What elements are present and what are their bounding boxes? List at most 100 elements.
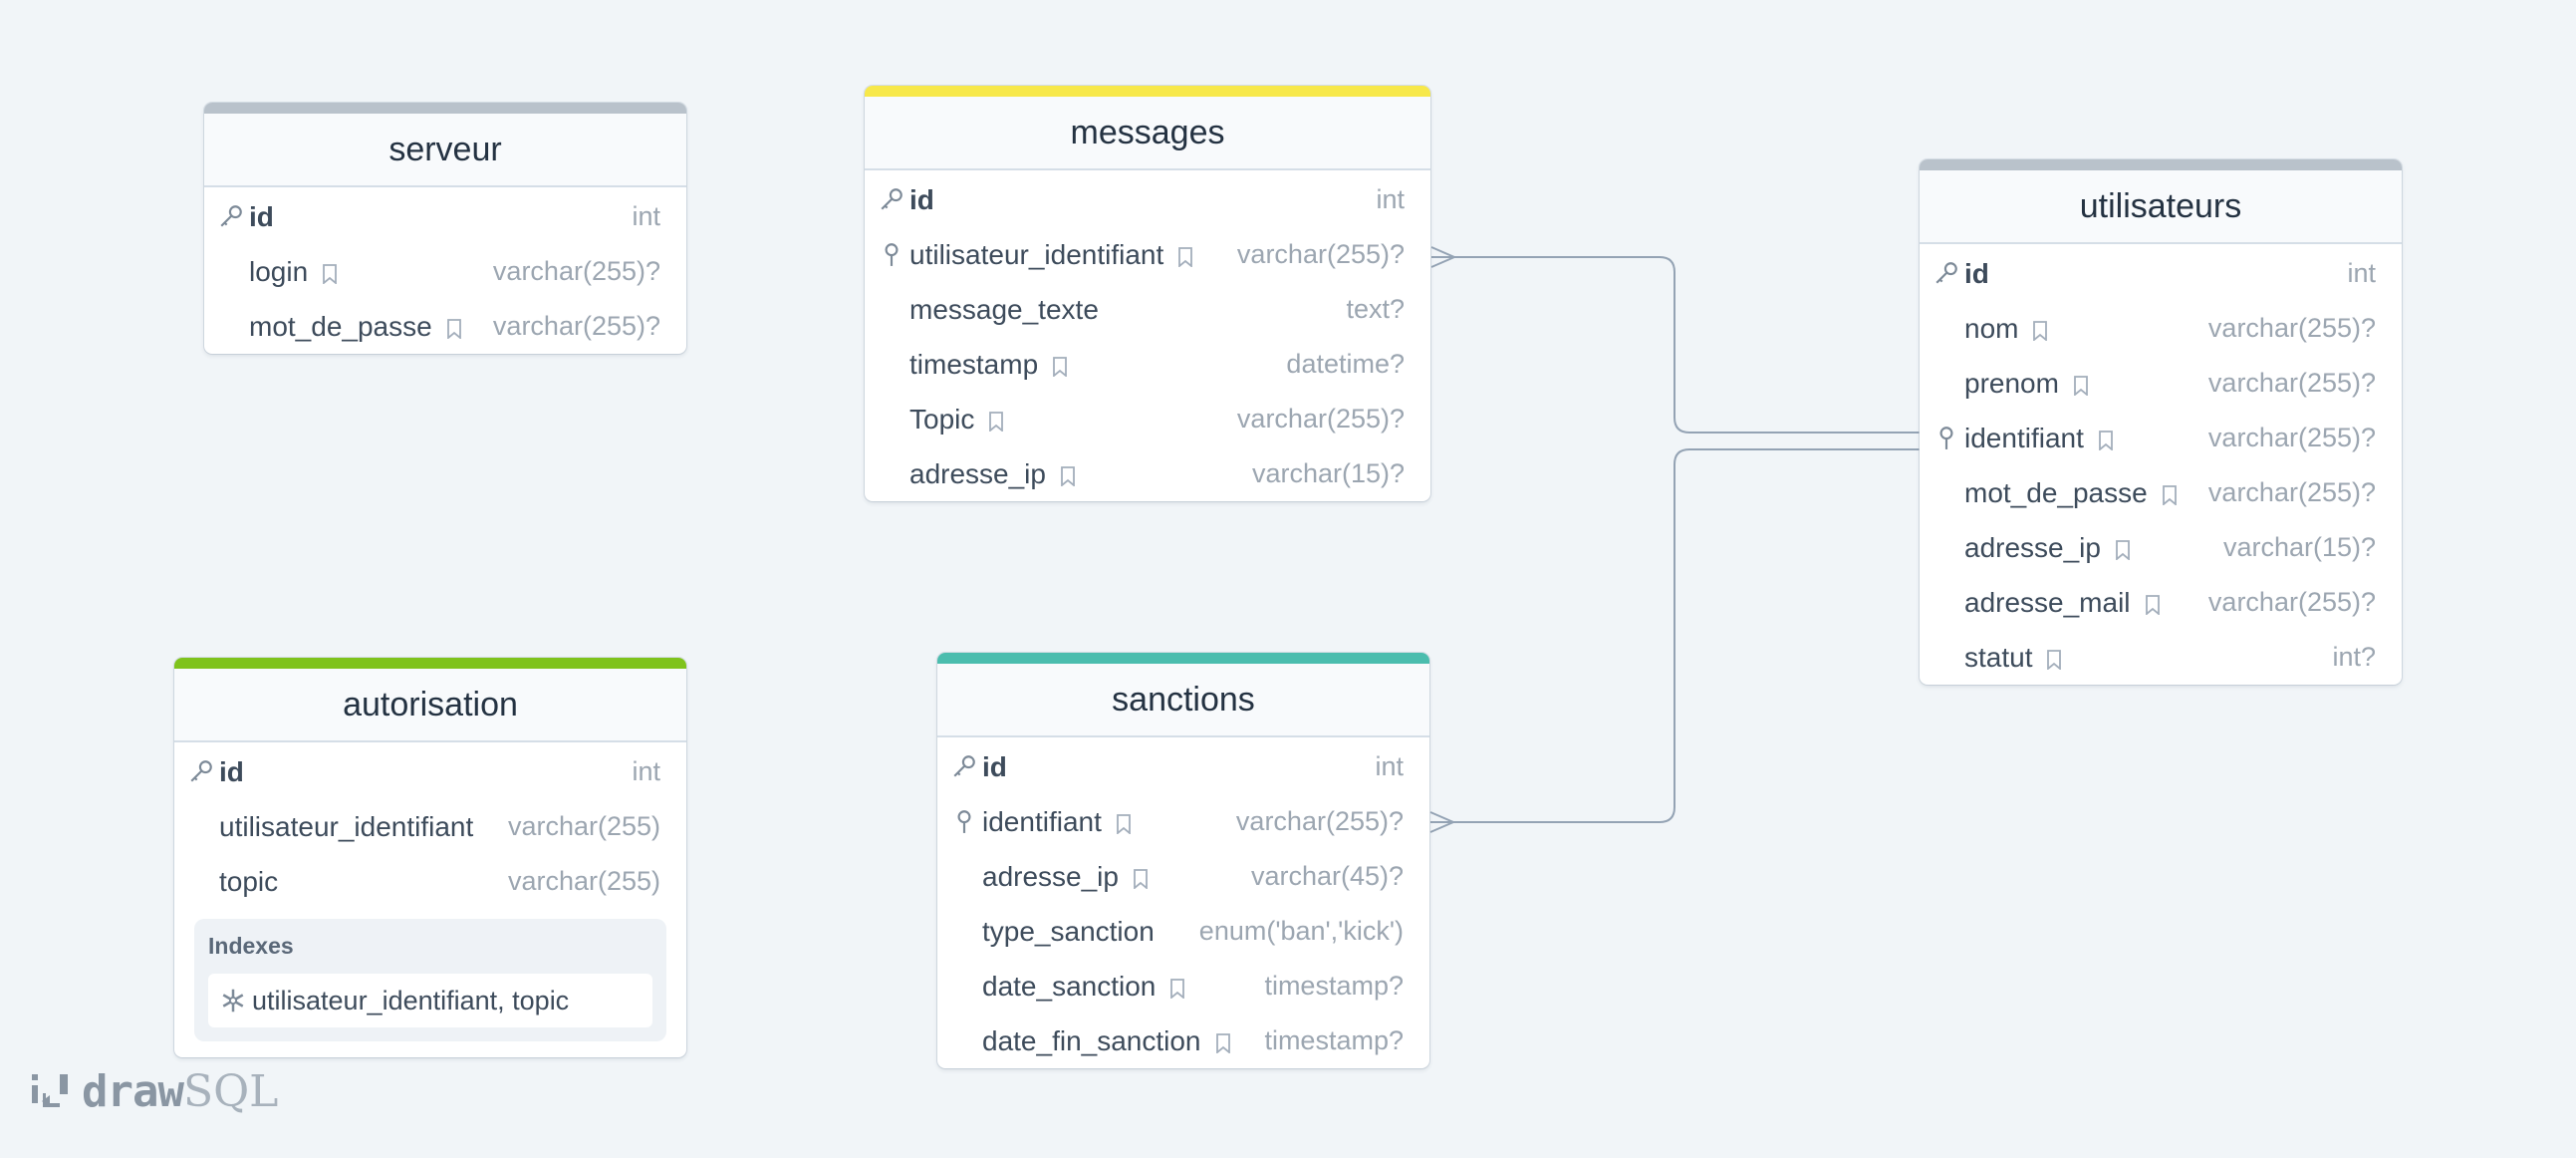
column-row-mot-de-passe[interactable]: mot_de_passe varchar(255)? [204,299,686,354]
column-row-topic[interactable]: Topic varchar(255)? [865,392,1430,446]
column-name: date_fin_sanction [982,1025,1231,1057]
column-name: utilisateur_identifiant [909,239,1193,271]
table-color-bar [937,653,1429,664]
index-columns: utilisateur_identifiant, topic [252,985,570,1015]
column-row-date-sanction[interactable]: date_sanction timestamp? [937,959,1429,1013]
column-name: message_texte [909,293,1099,325]
relation-messages-utilisateurs[interactable] [1431,256,1920,434]
column-type: int? [2332,642,2376,672]
column-row-id[interactable]: id int [1920,246,2402,301]
bookmark-icon [2098,430,2113,450]
column-row-adresse-ip[interactable]: adresse_ip varchar(15)? [865,446,1430,501]
column-type: text? [1346,294,1405,324]
column-type: int [632,756,660,786]
column-row-timestamp[interactable]: timestamp datetime? [865,337,1430,392]
relation-sanctions-utilisateurs[interactable] [1430,448,1920,823]
bookmark-icon [989,411,1004,432]
column-type: varchar(15)? [2222,532,2376,562]
column-type: varchar(255)? [2207,423,2376,452]
column-name: id [982,750,1007,782]
column-row-utilisateur-identifiant[interactable]: utilisateur_identifiant varchar(255) [174,799,686,854]
column-row-id[interactable]: id int [174,744,686,799]
table-autorisation[interactable]: autorisation id int utilisateur_identifi… [174,658,686,1057]
column-row-adresse-mail[interactable]: adresse_mail varchar(255)? [1920,575,2402,630]
column-type: varchar(15)? [1251,458,1405,488]
crowfoot-sanctions [1429,811,1456,833]
bookmark-icon [1116,813,1131,834]
column-type: timestamp? [1264,971,1404,1001]
column-row-prenom[interactable]: prenom varchar(255)? [1920,356,2402,411]
table-title[interactable]: sanctions [937,664,1429,737]
drawsql-logo[interactable]: draw SQL [30,1066,278,1117]
column-name: nom [1964,313,2048,345]
column-name: prenom [1964,368,2089,400]
column-name: id [219,755,244,787]
table-color-bar [174,658,686,669]
column-row-utilisateur-identifiant[interactable]: utilisateur_identifiant varchar(255)? [865,227,1430,282]
table-color-bar [204,103,686,114]
column-type: varchar(255)? [1236,239,1405,269]
table-title[interactable]: utilisateurs [1920,170,2402,244]
snowflake-icon [222,989,244,1013]
column-name: login [249,256,338,288]
column-row-adresse-ip[interactable]: adresse_ip varchar(45)? [937,849,1429,904]
table-messages[interactable]: messages id int utilisateur_identifiant … [865,86,1430,501]
column-row-id[interactable]: id int [937,739,1429,794]
column-name: mot_de_passe [249,311,462,343]
table-utilisateurs[interactable]: utilisateurs id int nom varchar(255)? pr… [1920,159,2402,685]
column-row-nom[interactable]: nom varchar(255)? [1920,301,2402,356]
bookmark-icon [446,318,461,339]
column-name: date_sanction [982,971,1185,1003]
bookmark-icon [2162,484,2177,505]
column-row-id[interactable]: id int [865,172,1430,227]
column-row-identifiant[interactable]: identifiant varchar(255)? [937,794,1429,849]
logo-text-sql: SQL [182,1066,279,1117]
column-type: varchar(255)? [2207,587,2376,617]
column-name: identifiant [982,806,1132,838]
column-row-adresse-ip[interactable]: adresse_ip varchar(15)? [1920,520,2402,575]
table-title[interactable]: autorisation [174,669,686,742]
column-row-date-fin-sanction[interactable]: date_fin_sanction timestamp? [937,1013,1429,1068]
column-row-topic[interactable]: topic varchar(255) [174,854,686,909]
column-name: adresse_ip [1964,532,2131,564]
column-name: timestamp [909,349,1068,381]
bookmark-icon [1170,978,1185,999]
column-row-message-texte[interactable]: message_texte text? [865,282,1430,337]
column-name: id [1964,257,1989,289]
table-serveur[interactable]: serveur id int login varchar(255)? mot_d… [204,103,686,354]
column-type: int [1376,184,1405,214]
table-sanctions[interactable]: sanctions id int identifiant varchar(255… [937,653,1429,1068]
column-type: varchar(255)? [2207,313,2376,343]
bookmark-icon [1215,1032,1230,1053]
column-row-type-sanction[interactable]: type_sanction enum('ban','kick') [937,904,1429,959]
bookmark-icon [1053,356,1068,377]
primary-key-icon [220,205,242,227]
column-name: id [249,200,274,232]
column-type: varchar(255)? [492,256,660,286]
column-type: varchar(255)? [1236,404,1405,434]
column-row-mot-de-passe[interactable]: mot_de_passe varchar(255)? [1920,465,2402,520]
column-row-identifiant[interactable]: identifiant varchar(255)? [1920,411,2402,465]
column-type: varchar(45)? [1250,861,1404,891]
column-type: int [1375,751,1404,781]
column-name: utilisateur_identifiant [219,810,474,842]
column-row-id[interactable]: id int [204,189,686,244]
column-type: datetime? [1286,349,1405,379]
column-name: Topic [909,404,1004,435]
table-title[interactable]: messages [865,97,1430,170]
drawsql-logo-icon [32,1073,68,1107]
bookmark-icon [2074,375,2088,396]
column-row-login[interactable]: login varchar(255)? [204,244,686,299]
table-title[interactable]: serveur [204,114,686,187]
foreign-key-icon [957,810,971,833]
primary-key-icon [881,188,902,210]
column-name: adresse_ip [982,861,1149,893]
column-row-statut[interactable]: statut int? [1920,630,2402,685]
column-type: varchar(255) [507,866,660,896]
index-entry[interactable]: utilisateur_identifiant, topic [208,974,652,1027]
bookmark-icon [1178,246,1193,267]
primary-key-icon [1935,262,1957,284]
bookmark-icon [2116,539,2130,560]
column-type: varchar(255)? [492,311,660,341]
